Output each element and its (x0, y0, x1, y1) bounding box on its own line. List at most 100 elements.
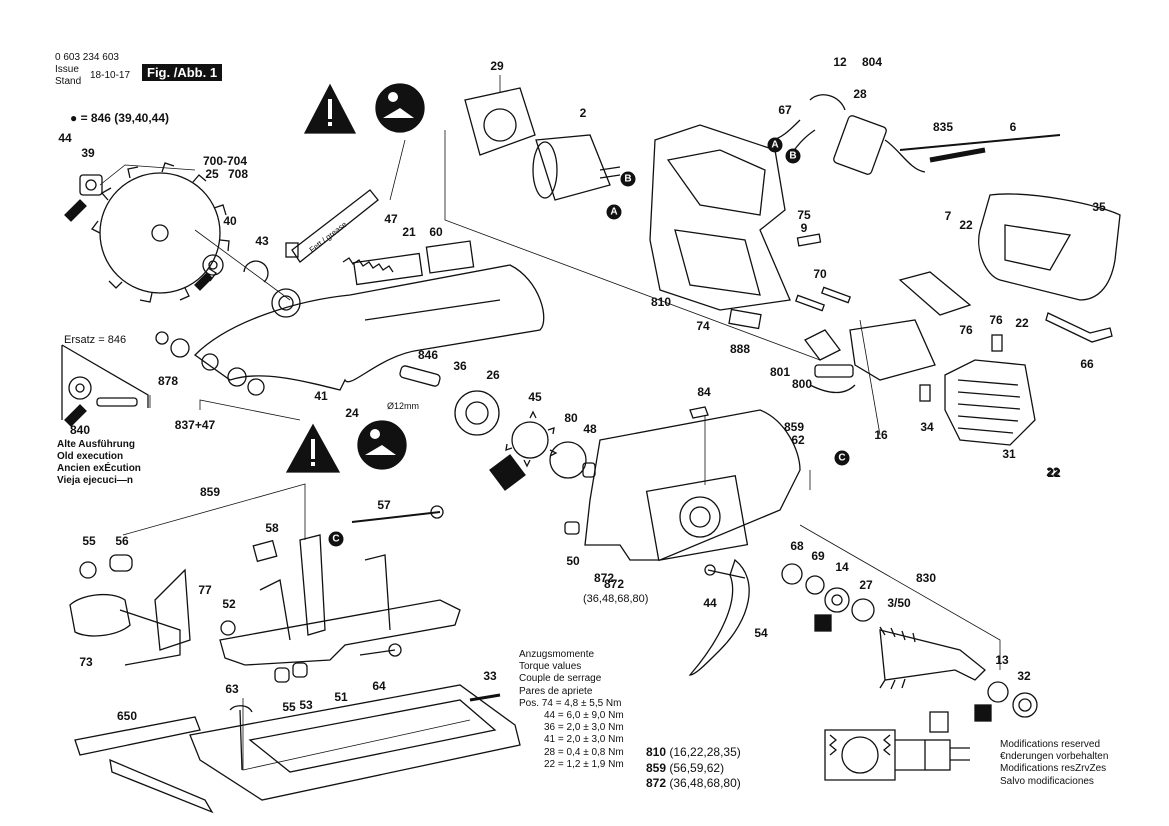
part-label: 708 (227, 167, 249, 181)
part-label: 26 (486, 368, 500, 382)
old-execution-note: Alte Ausführung Old execution Ancien exÉ… (57, 439, 141, 487)
part-label: 60 (429, 225, 443, 239)
part-label: 48 (583, 422, 597, 436)
part-label: 74 (696, 319, 710, 333)
part-label: 73 (79, 655, 93, 669)
part-label: 27 (859, 578, 873, 592)
torque-row: 28 = 0,4 ± 0,8 Nm (544, 746, 624, 758)
part-label: 63 (225, 682, 239, 696)
part-label: 16 (874, 428, 888, 442)
torque-row: Pos. 74 = 4,8 ± 5,5 Nm (519, 697, 622, 709)
mods-en: Modifications reserved (1000, 739, 1101, 750)
part-label: 840 (69, 423, 91, 437)
set-872-parts: (36,48,68,80) (583, 593, 649, 605)
part-label: 77 (198, 583, 212, 597)
blade-guard (193, 264, 545, 391)
torque-title-fr: Couple de serrage (519, 673, 602, 685)
part-label: 44 (58, 131, 72, 145)
part-label: 28 (853, 87, 867, 101)
part-label: 66 (1080, 357, 1094, 371)
part-label: 872 (593, 571, 615, 585)
set-parts: (36,48,68,80) (669, 776, 741, 791)
torque-title-de: Anzugsmomente (519, 649, 595, 660)
warning-triangle-icon (303, 83, 357, 134)
armature (879, 626, 986, 690)
part-label: 33 (483, 669, 497, 683)
part-label: 12 (833, 55, 847, 69)
grease-tube-text: Fett / grease (308, 219, 349, 254)
part-label: 62 (791, 433, 805, 447)
part-label: 52 (222, 597, 236, 611)
part-label: 650 (116, 709, 138, 723)
old-execution-en: Old execution (57, 451, 124, 462)
part-label: 53 (299, 698, 313, 712)
part-label: 45 (528, 390, 542, 404)
part-label: 2 (579, 106, 587, 120)
part-label: 29 (490, 59, 504, 73)
part-label: 55 (82, 534, 96, 548)
torque-row: 44 = 6,0 ± 9,0 Nm (544, 709, 624, 721)
modifications-note: Modifications reserved €nderungen vorbeh… (1000, 739, 1108, 788)
torque-row: 36 = 2,0 ± 3,0 Nm (544, 722, 624, 734)
part-label: 7 (944, 209, 952, 223)
part-label: 76 (959, 323, 973, 337)
part-label: 846 (417, 348, 439, 362)
part-label: 70 (813, 267, 827, 281)
part-label: 837+47 (174, 418, 216, 432)
part-label: 55 (282, 700, 296, 714)
motor-symbol-icon (824, 711, 970, 781)
part-label: 22 (959, 218, 973, 232)
part-label: 800 (791, 377, 813, 391)
gear-housing (584, 406, 801, 562)
torque-row: 22 = 1,2 ± 1,9 Nm (544, 758, 624, 770)
part-label: 835 (932, 120, 954, 134)
point-label: A (767, 137, 783, 153)
part-label: 43 (255, 234, 269, 248)
old-execution-es: Vieja ejecuci—n (57, 475, 133, 486)
base-plate (189, 684, 521, 801)
part-label: 69 (811, 549, 825, 563)
grease-tube (285, 189, 379, 263)
torque-title-en: Torque values (519, 661, 582, 673)
issue-label: Issue (55, 64, 79, 75)
part-number: 0 603 234 603 (55, 52, 119, 63)
part-label: 859 (783, 420, 805, 434)
part-label: 47 (384, 212, 398, 226)
part-label: 25 (205, 167, 219, 181)
part-label: 57 (377, 498, 391, 512)
legend-note-text: = 846 (39,40,44) (80, 111, 169, 125)
part-label: 14 (835, 560, 849, 574)
old-execution-fr: Ancien exÉcution (57, 463, 141, 474)
set-row: 810 (16,22,28,35) (646, 745, 741, 761)
part-label: 801 (769, 365, 791, 379)
part-label: 80 (564, 411, 578, 425)
part-label: 68 (790, 539, 804, 553)
set-list: 810 (16,22,28,35) 859 (56,59,62) 872 (36… (646, 745, 741, 792)
part-label: 67 (778, 103, 792, 117)
part-label: 810 (650, 295, 672, 309)
part-label: 878 (157, 374, 179, 388)
part-label: 39 (81, 146, 95, 160)
part-label: 56 (115, 534, 129, 548)
ersatz-label: Ersatz = 846 (64, 334, 127, 346)
part-label: 13 (995, 653, 1009, 667)
part-label: 75 (797, 208, 811, 222)
part-label: 804 (861, 55, 883, 69)
point-label: B (620, 171, 636, 187)
old-execution-de: Alte Ausführung (57, 439, 135, 450)
warning-triangle-icon (285, 423, 341, 473)
part-label: 3/50 (887, 596, 911, 610)
mods-de: €nderungen vorbehalten (1000, 751, 1109, 763)
torque-table: Anzugsmomente Torque values Couple de se… (519, 649, 624, 771)
mods-fr: Modifications resZrvZes (1000, 763, 1107, 775)
motor-housing (649, 124, 791, 311)
set-row: 859 (56,59,62) (646, 761, 741, 777)
torque-title-es: Pares de apriete (519, 685, 593, 697)
part-label: 41 (314, 389, 328, 403)
part-label: 32 (1017, 669, 1031, 683)
part-label: 44 (703, 596, 717, 610)
handle-35 (978, 193, 1121, 301)
part-label: 24 (345, 406, 359, 420)
part-label: 40 (223, 214, 237, 228)
